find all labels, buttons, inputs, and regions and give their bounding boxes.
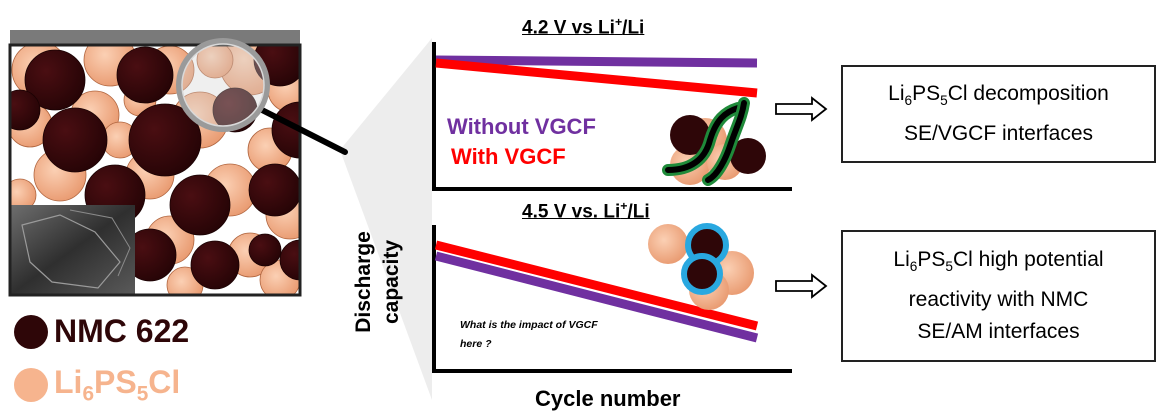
- nmc-particle: [24, 49, 86, 111]
- arrow-icon-bottom: [775, 273, 828, 299]
- se-particle: [196, 45, 234, 79]
- impact-question-note: What is the impact of VGCF here ?: [460, 319, 598, 350]
- bottom-panel-title: 4.5 V vs. Li+/Li: [522, 199, 650, 223]
- bottom-chart: [432, 223, 792, 373]
- nmc-particle: [128, 103, 202, 177]
- nmc-particle: [190, 240, 240, 290]
- nmc-particle: [42, 107, 108, 173]
- series-line-with-vgcf: [435, 58, 758, 98]
- result-box-bottom-line3: SE/AM interfaces: [917, 319, 1080, 343]
- nmc-particle: [116, 46, 174, 104]
- x-axis-label: Cycle number: [535, 386, 681, 411]
- magnifier-icon: [176, 38, 348, 155]
- se-label: Li6PS5Cl: [54, 364, 181, 406]
- nmc-particle: [248, 233, 282, 267]
- result-box-bottom-line1: Li6PS5Cl high potential: [893, 248, 1104, 275]
- legend-se: Li6PS5Cl: [14, 364, 180, 406]
- top-chart: [432, 42, 792, 191]
- top-panel-title: 4.2 V vs Li+/Li: [522, 15, 645, 39]
- nmc-particle: [248, 163, 300, 217]
- series-label-with-vgcf: With VGCF: [451, 144, 566, 169]
- series-label-without-vgcf: Without VGCF: [447, 114, 596, 139]
- series-line-red: [434, 240, 759, 331]
- legend-nmc: NMC 622: [14, 313, 189, 350]
- composite-electrode-illustration: [8, 30, 302, 297]
- nmc-particle: [10, 89, 41, 131]
- series-line-without-vgcf: [435, 55, 758, 68]
- nmc-particle: [169, 174, 231, 236]
- result-box-top-line1: Li6PS5Cl decomposition: [888, 82, 1109, 109]
- result-box-top: Li6PS5Cl decomposition SE/VGCF interface…: [841, 65, 1156, 163]
- sem-image-inset: [10, 205, 135, 295]
- arrow-icon-top: [775, 96, 828, 122]
- nmc-swatch: [14, 314, 48, 349]
- vgcf-particle-sketch: [662, 97, 766, 186]
- result-box-bottom: Li6PS5Cl high potential reactivity with …: [841, 230, 1156, 362]
- result-box-top-line2: SE/VGCF interfaces: [903, 121, 1094, 145]
- coated-particle-sketch: [648, 223, 754, 310]
- se-swatch: [14, 368, 48, 403]
- nmc-label: NMC 622: [54, 313, 190, 349]
- series-line-purple: [434, 251, 759, 343]
- y-axis-label: Discharge capacity: [352, 231, 403, 333]
- result-box-bottom-line2: reactivity with NMC: [908, 287, 1089, 311]
- zoom-cone: [340, 38, 432, 400]
- nmc-particle: [279, 239, 300, 281]
